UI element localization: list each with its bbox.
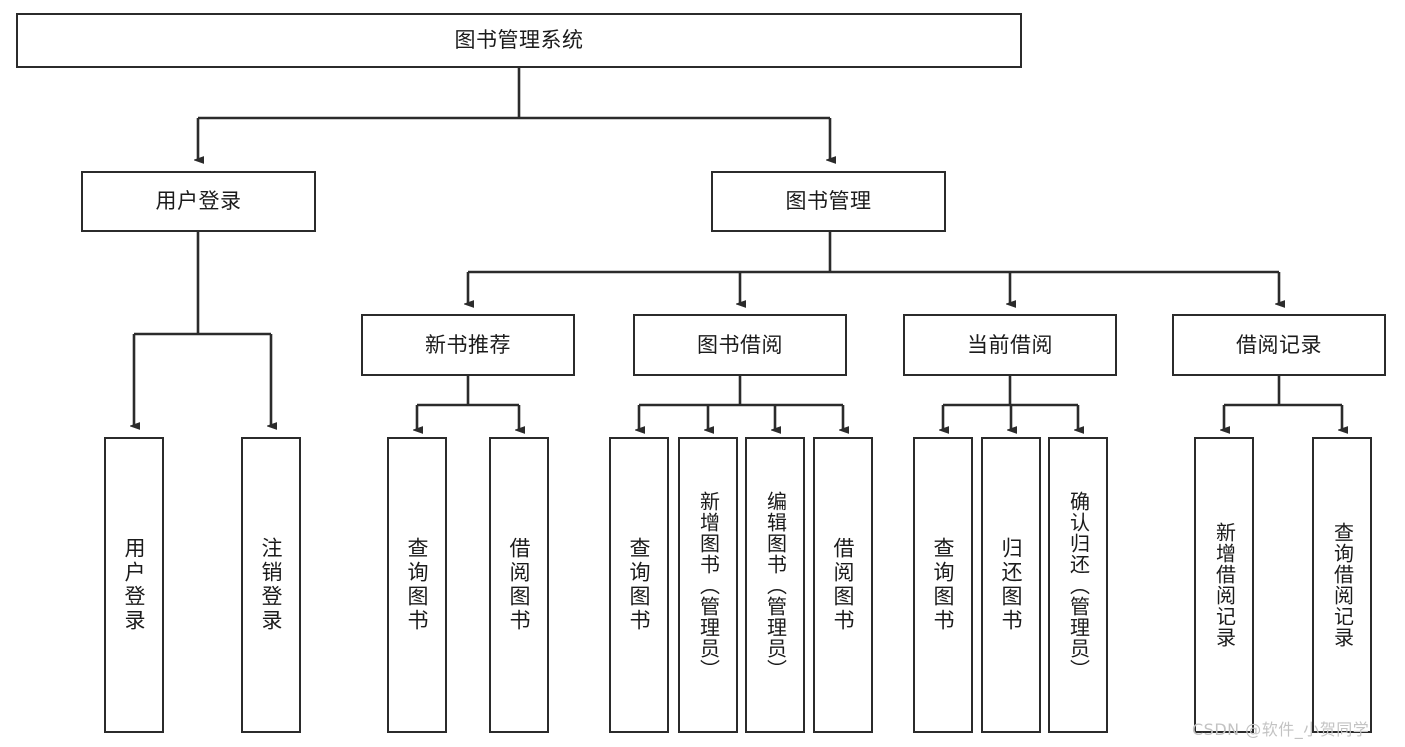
node-label: 注销登录 bbox=[259, 537, 284, 633]
node-label: 新增图书（管理员） bbox=[696, 490, 721, 680]
connector-borrow-record-to-leaves bbox=[1224, 376, 1342, 430]
node-leaf-add-borrow-record[interactable]: 新增借阅记录 bbox=[1194, 437, 1254, 733]
node-label: 图书管理系统 bbox=[454, 28, 584, 53]
node-leaf-add-book-admin[interactable]: 新增图书（管理员） bbox=[678, 437, 738, 733]
node-root-book-management-system[interactable]: 图书管理系统 bbox=[16, 13, 1022, 68]
node-leaf-return-book[interactable]: 归还图书 bbox=[981, 437, 1041, 733]
node-current-borrow[interactable]: 当前借阅 bbox=[903, 314, 1117, 376]
connector-new-book-recommend-to-leaves bbox=[417, 376, 519, 430]
node-label: 确认归还（管理员） bbox=[1066, 490, 1091, 680]
csdn-watermark: CSDN @软件_小贺同学 bbox=[1192, 720, 1370, 739]
node-book-borrow[interactable]: 图书借阅 bbox=[633, 314, 847, 376]
connector-root-to-level1 bbox=[198, 68, 830, 160]
connector-book-borrow-to-leaves bbox=[639, 376, 843, 430]
node-label: 查询图书 bbox=[931, 537, 956, 633]
node-label: 查询图书 bbox=[627, 537, 652, 633]
node-label: 新增借阅记录 bbox=[1212, 522, 1237, 648]
node-label: 借阅图书 bbox=[831, 537, 856, 633]
connector-user-login-to-leaves bbox=[134, 232, 271, 426]
node-label: 新书推荐 bbox=[425, 332, 511, 357]
node-leaf-borrow-book-new-recommend[interactable]: 借阅图书 bbox=[489, 437, 549, 733]
node-label: 用户登录 bbox=[122, 537, 147, 633]
node-leaf-borrow-book-borrow[interactable]: 借阅图书 bbox=[813, 437, 873, 733]
node-leaf-edit-book-admin[interactable]: 编辑图书（管理员） bbox=[745, 437, 805, 733]
node-borrow-record[interactable]: 借阅记录 bbox=[1172, 314, 1386, 376]
connector-book-management-to-level2 bbox=[468, 232, 1279, 304]
node-label: 用户登录 bbox=[155, 189, 242, 214]
node-new-book-recommend[interactable]: 新书推荐 bbox=[361, 314, 575, 376]
node-user-login[interactable]: 用户登录 bbox=[81, 171, 316, 232]
node-label: 查询图书 bbox=[405, 537, 430, 633]
node-leaf-query-book-new-recommend[interactable]: 查询图书 bbox=[387, 437, 447, 733]
node-leaf-query-book-borrow[interactable]: 查询图书 bbox=[609, 437, 669, 733]
node-leaf-user-login[interactable]: 用户登录 bbox=[104, 437, 164, 733]
node-label: 编辑图书（管理员） bbox=[763, 490, 788, 680]
node-label: 当前借阅 bbox=[967, 332, 1053, 357]
node-label: 图书管理 bbox=[785, 189, 872, 214]
node-leaf-confirm-return-admin[interactable]: 确认归还（管理员） bbox=[1048, 437, 1108, 733]
node-book-management[interactable]: 图书管理 bbox=[711, 171, 946, 232]
node-leaf-logout[interactable]: 注销登录 bbox=[241, 437, 301, 733]
node-leaf-query-book-current[interactable]: 查询图书 bbox=[913, 437, 973, 733]
node-leaf-query-borrow-record[interactable]: 查询借阅记录 bbox=[1312, 437, 1372, 733]
connector-current-borrow-to-leaves bbox=[943, 376, 1078, 430]
node-label: 归还图书 bbox=[999, 537, 1024, 633]
node-label: 借阅记录 bbox=[1236, 332, 1322, 357]
node-label: 查询借阅记录 bbox=[1330, 522, 1355, 648]
node-label: 图书借阅 bbox=[697, 332, 783, 357]
node-label: 借阅图书 bbox=[507, 537, 532, 633]
